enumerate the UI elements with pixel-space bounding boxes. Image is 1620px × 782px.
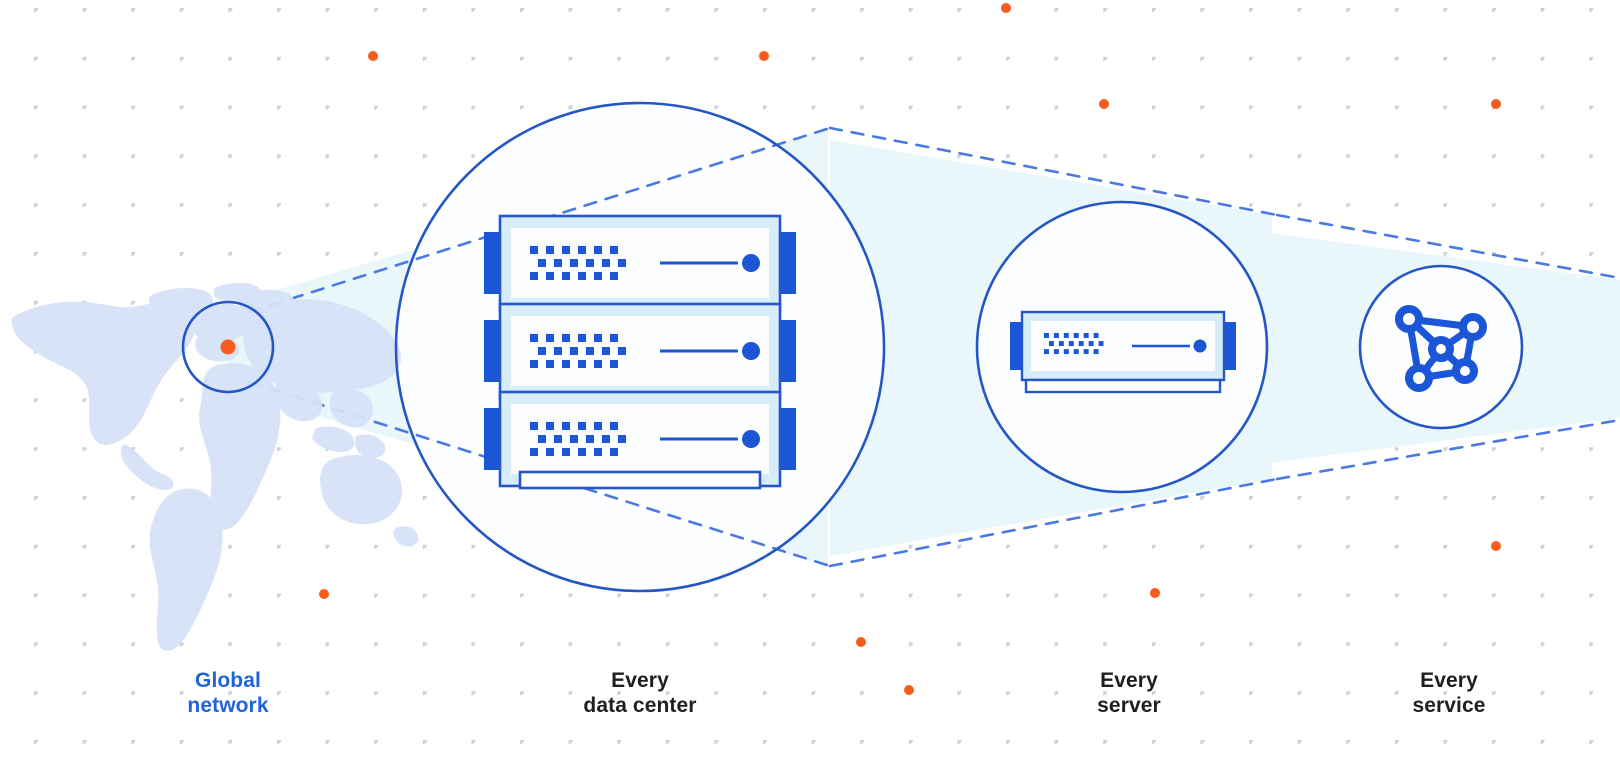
cone-line-2-top xyxy=(828,126,1279,217)
server-unit-leds xyxy=(1044,333,1104,355)
cone-line-1-bottom xyxy=(247,380,832,568)
datacenter-circle xyxy=(394,101,886,593)
service-circle xyxy=(1358,264,1524,430)
accent-dots xyxy=(319,3,1501,695)
server-unit-ear-right xyxy=(1222,322,1236,370)
cone-line-3-top xyxy=(1275,213,1620,280)
server-unit-ear-left xyxy=(1010,322,1024,370)
service-mesh-nodes xyxy=(1395,305,1487,392)
cone-line-3-bottom xyxy=(1275,418,1620,481)
rack-base-plinth xyxy=(518,470,762,490)
server-unit-plinth xyxy=(1024,378,1222,394)
global-network-focus-circle xyxy=(181,300,275,394)
cone-line-2-bottom xyxy=(828,477,1279,568)
server-unit-status-lamp xyxy=(1193,339,1207,353)
cone-line-1-top xyxy=(247,126,832,314)
server-circle xyxy=(975,200,1269,494)
global-network-marker-dot xyxy=(220,339,236,355)
world-map-landmasses xyxy=(11,282,419,651)
